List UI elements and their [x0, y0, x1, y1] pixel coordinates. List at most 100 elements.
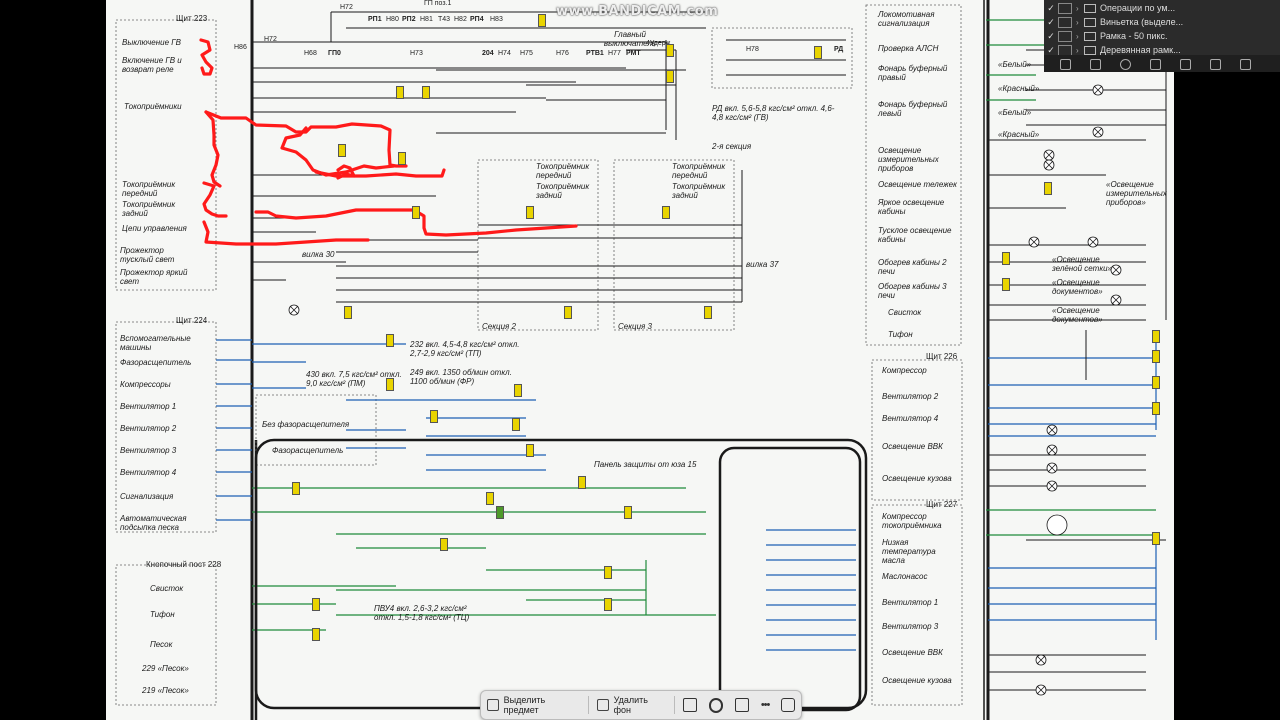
note-rd: РД вкл. 5,6-5,8 кгс/см² откл. 4,6-4,8 кг…	[712, 104, 835, 122]
panel-226-title: Щит 226	[926, 352, 958, 361]
label-r-tifon: Тифон	[888, 330, 913, 339]
wire-label: Н86	[234, 44, 247, 51]
relay-component	[486, 492, 494, 505]
relay-component	[1152, 532, 1160, 545]
label-main-switch: Главный выключатель	[603, 30, 657, 48]
chevron-right-icon[interactable]: ›	[1076, 31, 1079, 41]
wire-label: Н77	[608, 50, 621, 57]
relay-component	[814, 46, 822, 59]
relay-component	[704, 306, 712, 319]
label-r-whistle: Свисток	[888, 308, 922, 317]
chevron-right-icon[interactable]: ›	[1076, 3, 1079, 13]
relay-component	[578, 476, 586, 489]
label-r-vent4: Вентилятор 4	[882, 414, 939, 423]
relay-component	[312, 598, 320, 611]
wire-label: ГП0	[328, 50, 341, 57]
label-vent3: Вентилятор 3	[120, 446, 177, 455]
link-icon[interactable]	[1060, 59, 1071, 70]
wire-label: Н81	[420, 16, 433, 23]
layer-thumb-icon	[1058, 16, 1072, 28]
chevron-right-icon[interactable]: ›	[1076, 45, 1079, 55]
label-2nd-section: 2-я секция	[712, 142, 752, 151]
label-219: 219 «Песок»	[142, 686, 189, 695]
settings-icon[interactable]	[781, 698, 796, 712]
wire-label: Н72	[340, 4, 353, 11]
crop-icon[interactable]	[735, 698, 749, 712]
relay-component	[538, 14, 546, 27]
layer-label: Операции по ум...	[1100, 3, 1176, 13]
panel-227-title: Щит 227	[926, 500, 958, 509]
relay-component	[604, 566, 612, 579]
divider	[673, 696, 675, 714]
label-tokopr-rear: Токоприёмник задний	[122, 200, 176, 218]
relay-component	[496, 506, 504, 519]
wiring-diagram-scan: Щит 223 Выключение ГВ Включение ГВ и воз…	[106, 0, 1174, 720]
relay-component	[666, 44, 674, 57]
label-faz-box: Фазорасщепитель	[272, 446, 344, 455]
label-light-instr: Освещение измерительных приборов	[878, 146, 939, 173]
relay-component	[422, 86, 430, 99]
relay-component	[398, 152, 406, 165]
label-vilka30: вилка 30	[302, 250, 335, 259]
remove-background-icon	[596, 699, 609, 711]
new-group-icon[interactable]	[1180, 59, 1191, 70]
label-r-vent2: Вентилятор 2	[882, 392, 939, 401]
relay-component	[1002, 252, 1010, 265]
check-icon[interactable]: ✓	[1047, 30, 1055, 41]
wire-label: Н82	[454, 16, 467, 23]
label-buffer-right: Фонарь буферный правый	[878, 64, 948, 82]
wire-label: РП2	[402, 16, 416, 23]
folder-icon	[1084, 31, 1096, 41]
label-signal: Сигнализация	[120, 492, 174, 501]
remove-background-button[interactable]: Удалить фон	[591, 694, 672, 716]
chevron-right-icon[interactable]: ›	[1076, 17, 1079, 27]
layer-thumb-icon	[1058, 30, 1072, 42]
layer-label: Виньетка (выделе...	[1100, 17, 1184, 27]
label-panel-zu: Панель защиты от юза 15	[594, 460, 697, 469]
relay-component	[514, 384, 522, 397]
select-subject-button[interactable]: Выделить предмет	[481, 694, 586, 716]
panel-224-title: Щит 224	[176, 316, 208, 325]
layer-row[interactable]: ✓ › Операции по ум...	[1044, 0, 1280, 16]
wiring-diagram-svg	[115, 0, 1167, 720]
layers-panel-footer	[1044, 55, 1280, 72]
label-sec3-tokopr-rear: Токоприёмник задний	[672, 182, 726, 200]
mask-icon[interactable]	[1120, 59, 1131, 70]
folder-icon	[1084, 3, 1096, 13]
layer-thumb-icon	[1058, 2, 1072, 14]
circle-icon[interactable]	[708, 697, 724, 713]
fx-icon[interactable]	[1090, 59, 1101, 70]
note-pm: 430 вкл. 7,5 кгс/см² откл. 9,0 кгс/см² (…	[306, 370, 402, 388]
relay-component	[412, 206, 420, 219]
transform-icon[interactable]	[682, 698, 697, 712]
relay-component	[430, 410, 438, 423]
check-icon[interactable]: ✓	[1047, 16, 1055, 27]
label-sand: Автоматическая подсыпка песка	[120, 514, 187, 532]
label-loco-signal: Локомотивная сигнализация	[878, 10, 935, 28]
label-light-bogie: Освещение тележек	[878, 180, 957, 189]
wire-label: Н78	[746, 46, 759, 53]
check-icon[interactable]: ✓	[1047, 2, 1055, 13]
label-sec-tokopr-front: Токоприёмник передний	[536, 162, 590, 180]
relay-component	[1044, 182, 1052, 195]
check-icon[interactable]: ✓	[1047, 44, 1055, 55]
wire-label: Н72	[264, 36, 277, 43]
wire-label: Н74	[498, 50, 511, 57]
label-cab-bright: Яркое освещение кабины	[878, 198, 945, 216]
relay-component	[1152, 350, 1160, 363]
note-fr: 249 вкл. 1350 об/мин откл. 1100 об/мин (…	[410, 368, 512, 386]
label-r-vent1: Вентилятор 1	[882, 598, 939, 607]
layer-row[interactable]: ✓ › Виньетка (выделе...	[1044, 14, 1280, 30]
note-docs2: «Освещение документов»	[1052, 306, 1103, 324]
label-tokopr-front: Токоприёмник передний	[122, 180, 176, 198]
wire-label: РТВ1	[586, 50, 604, 57]
new-layer-icon[interactable]	[1210, 59, 1221, 70]
trash-icon[interactable]	[1240, 59, 1251, 70]
wire-label: РД	[834, 46, 844, 53]
layer-row[interactable]: ✓ › Рамка - 50 пикс.	[1044, 28, 1280, 44]
folder-icon	[1084, 45, 1096, 55]
label-proj-bright: Прожектор яркий свет	[120, 268, 188, 286]
adjustment-icon[interactable]	[1150, 59, 1161, 70]
more-icon[interactable]: •••	[760, 699, 771, 711]
label-sec-tokopr-rear: Токоприёмник задний	[536, 182, 590, 200]
